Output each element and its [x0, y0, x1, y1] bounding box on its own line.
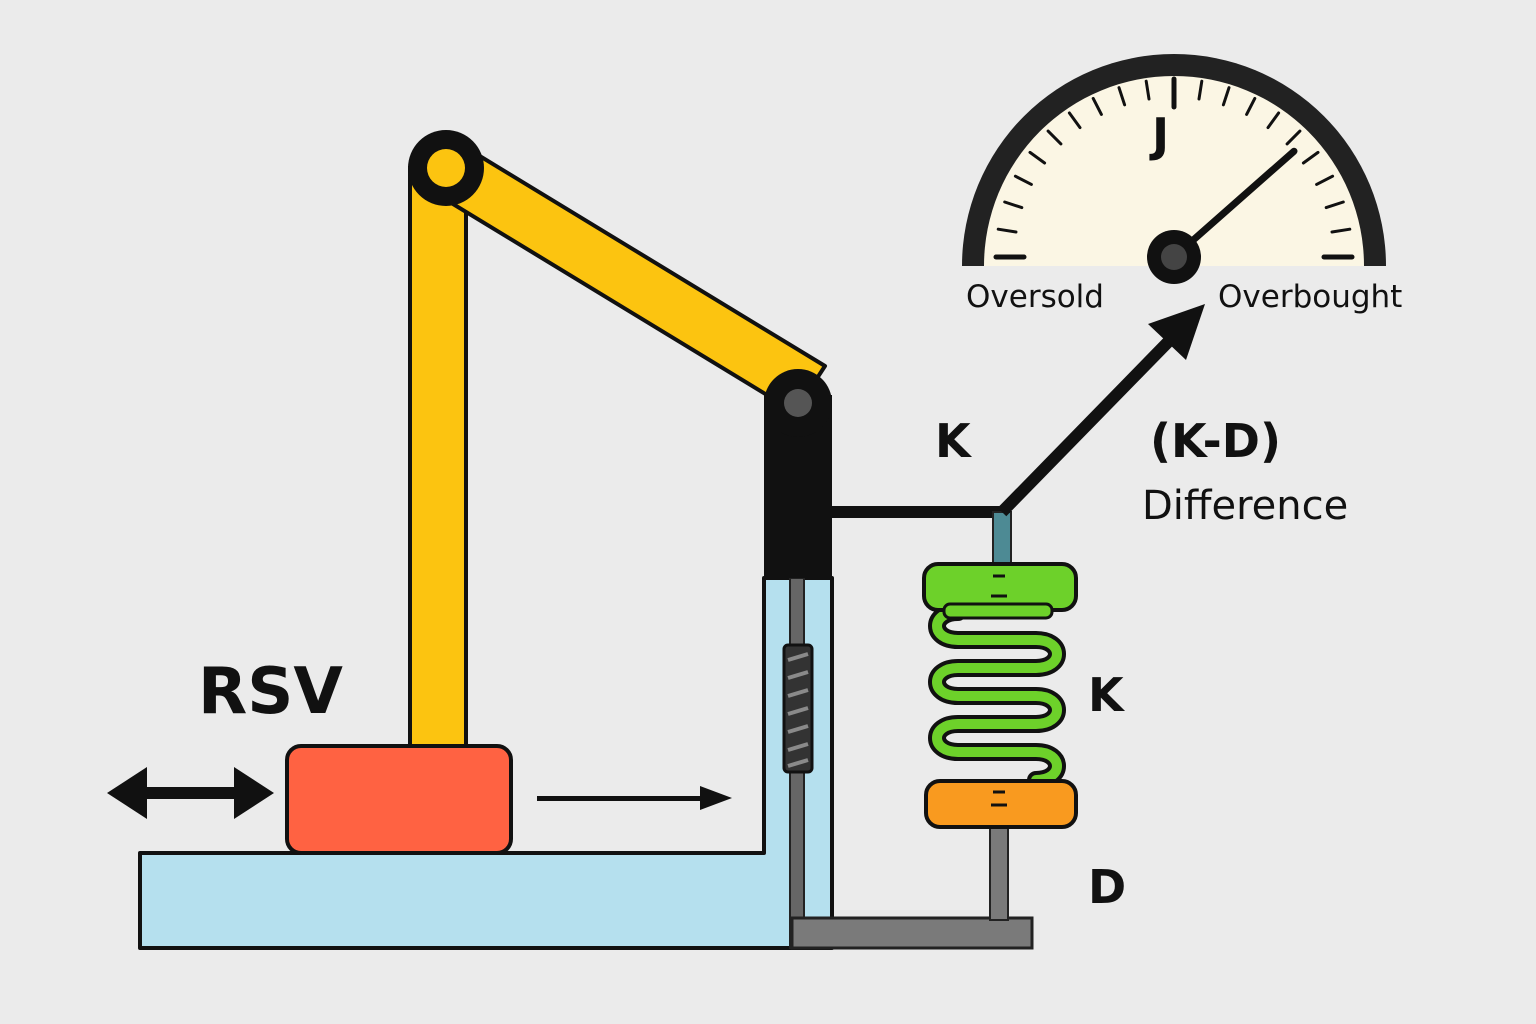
gauge-tick	[1285, 129, 1302, 146]
gauge-tick	[1067, 111, 1082, 130]
floor-rail	[790, 916, 1034, 950]
spring-top-cap-lower	[942, 602, 1054, 620]
gauge-tick	[1197, 79, 1204, 101]
motion-arrow	[537, 786, 732, 810]
gauge-tick	[1245, 96, 1257, 116]
difference-arrow-shaft	[997, 335, 1175, 517]
j-gauge	[962, 54, 1386, 284]
rsv-label: RSV	[198, 655, 343, 729]
gauge-tick	[1117, 86, 1127, 107]
gauge-tick	[1091, 96, 1103, 116]
gauge-tick	[1315, 174, 1335, 186]
gauge-tick	[1221, 86, 1231, 107]
double-arrow	[107, 767, 274, 819]
gauge-tick	[1330, 227, 1352, 234]
difference-label: Difference	[1142, 483, 1349, 529]
difference-arrow-head	[1148, 304, 1205, 360]
gauge-ticks	[993, 76, 1355, 260]
k-minus-d-label: (K-D)	[1150, 414, 1281, 468]
gauge-symbol: J	[1152, 108, 1170, 162]
d-label: D	[1088, 860, 1127, 914]
gauge-tick	[1144, 79, 1151, 101]
right-pivot	[764, 369, 832, 437]
gauge-tick	[1266, 111, 1281, 130]
gauge-tick	[1046, 129, 1063, 146]
gauge-face	[984, 76, 1364, 266]
gauge-tick	[1301, 150, 1320, 165]
k-top-label: K	[935, 414, 971, 468]
gauge-tick	[996, 227, 1018, 234]
oversold-label: Oversold	[966, 279, 1104, 315]
gauge-tick	[1013, 174, 1033, 186]
arm-diagonal	[428, 142, 827, 414]
rsv-block	[285, 744, 513, 855]
d-stem	[989, 823, 1009, 921]
arm-upright	[408, 166, 468, 760]
gauge-tick	[1003, 200, 1024, 210]
top-pivot	[408, 130, 484, 206]
rod-coil	[782, 643, 814, 774]
gauge-tick	[1324, 200, 1345, 210]
overbought-label: Overbought	[1218, 279, 1403, 315]
k-side-label: K	[1088, 668, 1124, 722]
gauge-tick	[1028, 150, 1047, 165]
